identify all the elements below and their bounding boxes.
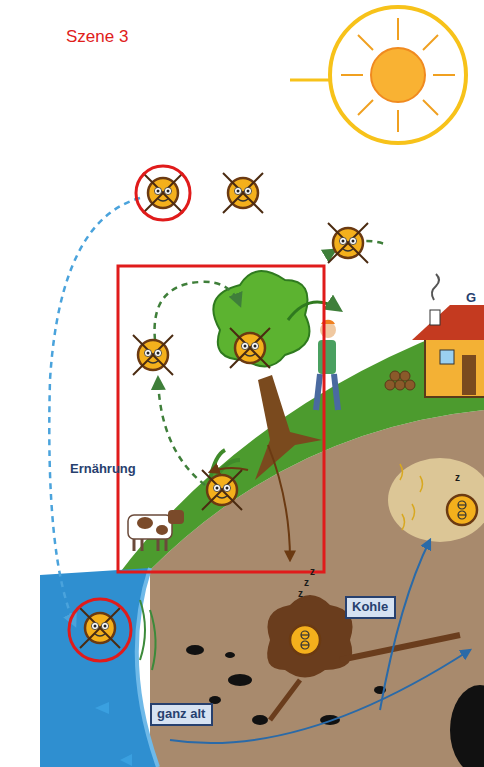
cow (128, 510, 184, 551)
sun (290, 7, 466, 143)
box-text: Kohle (352, 600, 389, 614)
gas-deposit (388, 458, 484, 542)
sleep-mark: z (298, 588, 303, 599)
house (385, 274, 484, 397)
sleep-mark: z (310, 566, 315, 577)
sleep-mark: z (455, 472, 460, 483)
highlight-marks (69, 166, 324, 661)
oil-deposit (450, 685, 484, 767)
scene-title: Szene 3 (66, 28, 128, 47)
carbon-atoms (80, 173, 477, 655)
coal-blob (186, 595, 460, 725)
tree (210, 271, 322, 480)
coal-label-box: Kohle (345, 596, 396, 619)
sleep-mark: z (304, 577, 309, 588)
person (316, 320, 338, 410)
fish (95, 702, 132, 766)
box-text: ganz alt (157, 707, 206, 721)
water (40, 568, 158, 767)
age-label-box: ganz alt (150, 703, 213, 726)
process-label: Ernährung (70, 462, 136, 476)
process-label: G (466, 291, 476, 305)
